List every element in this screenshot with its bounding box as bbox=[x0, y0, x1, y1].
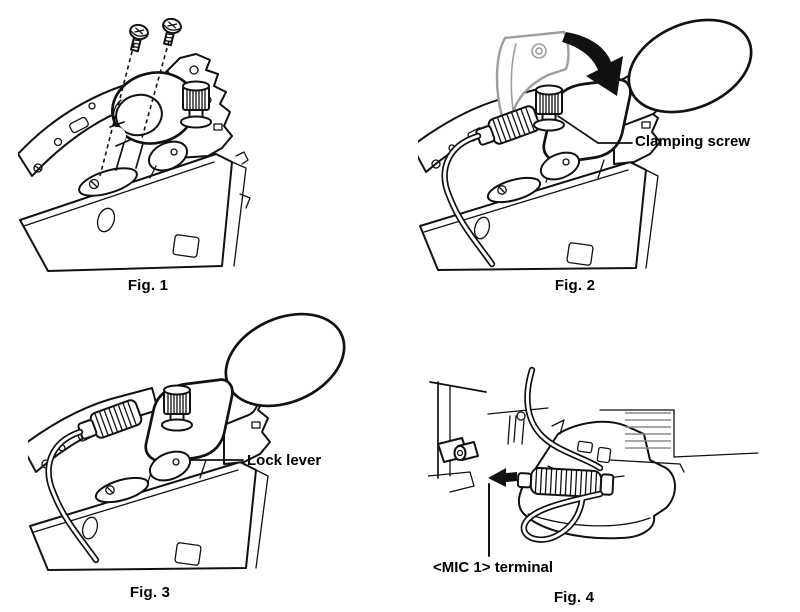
fig2-caption: Fig. 2 bbox=[554, 277, 596, 294]
lock-lever bbox=[148, 450, 192, 482]
mic-holder-ring bbox=[108, 71, 197, 147]
leader-line bbox=[557, 115, 633, 144]
cable-plug bbox=[516, 467, 615, 498]
clamping-screw bbox=[533, 84, 565, 132]
holder-foot bbox=[486, 176, 542, 204]
dashed-guide-line bbox=[141, 40, 170, 139]
lock-lever bbox=[539, 151, 581, 181]
fig1-caption: Fig. 1 bbox=[127, 277, 169, 294]
mic-cable bbox=[520, 366, 604, 543]
fig4-illustration bbox=[428, 366, 759, 557]
fig4-caption: Fig. 4 bbox=[553, 589, 595, 606]
mounting-screw-icon bbox=[162, 17, 182, 47]
mic1-terminal-label: <MIC 1> terminal bbox=[433, 559, 554, 576]
fig3-illustration bbox=[28, 312, 346, 571]
mounting-screw-icon bbox=[129, 23, 149, 53]
dashed-guide-line bbox=[99, 43, 135, 177]
mic1-terminal bbox=[453, 441, 479, 461]
xlr-connector bbox=[475, 105, 541, 146]
mic-cable bbox=[441, 132, 496, 268]
camera-body bbox=[19, 151, 251, 272]
xlr-connector bbox=[77, 399, 143, 440]
lock-lever-label: Lock lever bbox=[247, 452, 322, 469]
clamping-screw bbox=[161, 384, 193, 432]
holder-foot bbox=[78, 167, 138, 197]
fig3-caption: Fig. 3 bbox=[129, 584, 171, 601]
holder-cover-open-ghost bbox=[495, 30, 570, 120]
fig1-illustration bbox=[18, 17, 251, 272]
close-direction-arrow-icon bbox=[562, 32, 623, 96]
insert-arrow-icon bbox=[488, 468, 517, 487]
mic-cable bbox=[45, 428, 100, 564]
fig2-illustration bbox=[418, 18, 753, 271]
clamping-screw-label: Clamping screw bbox=[635, 133, 751, 150]
clamping-screw bbox=[180, 80, 212, 129]
